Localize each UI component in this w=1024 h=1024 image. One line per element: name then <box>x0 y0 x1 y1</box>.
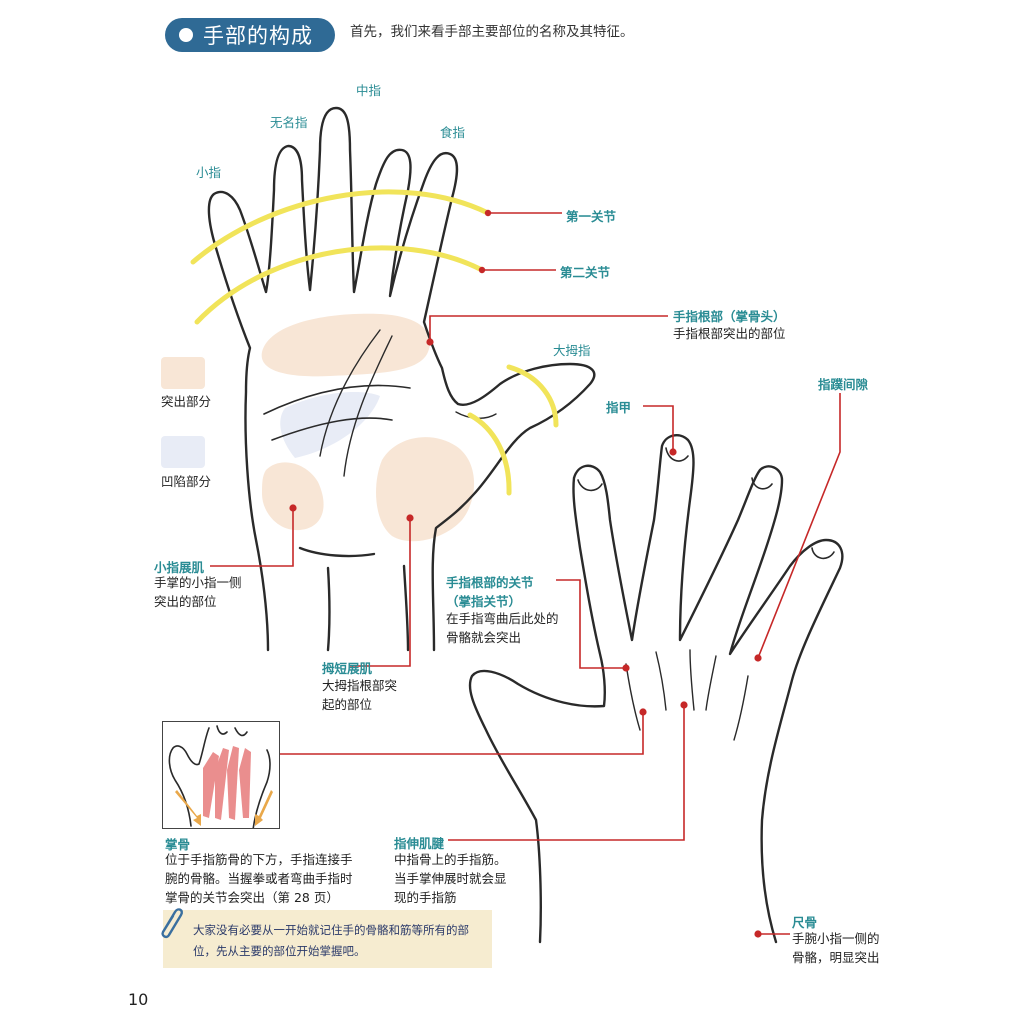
desc-line: 骨骼就会突出 <box>446 630 522 645</box>
desc-line: 中指骨上的手指筋。 <box>394 852 507 867</box>
label-mcp-joint: 手指根部的关节 （掌指关节） <box>446 573 534 611</box>
desc-mcp-joint: 在手指弯曲后此处的 骨骼就会突出 <box>446 609 559 647</box>
leader-web <box>757 393 841 659</box>
palm-regions <box>261 313 475 542</box>
desc-metacarpal-head: 手指根部突出的部位 <box>673 326 786 341</box>
label-web-space: 指蹼间隙 <box>818 377 869 392</box>
leader-mcp-joint <box>556 579 626 669</box>
raised-area-thumb-base <box>376 437 475 542</box>
thumb-joint-arc-2 <box>467 412 512 496</box>
label-thumb: 大拇指 <box>553 343 591 358</box>
label-index-finger: 食指 <box>440 125 466 140</box>
legend-swatch-sunken <box>161 436 205 468</box>
joint-arcs <box>190 189 559 496</box>
desc-metacarpal: 位于手指筋骨的下方，手指连接手 腕的骨骼。当握拳或者弯曲手指时 掌骨的关节会突出… <box>165 850 353 907</box>
leader-abductor-thumb <box>350 518 411 667</box>
desc-line: 腕的骨骼。当握拳或者弯曲手指时 <box>165 871 353 886</box>
thumb-joint-arc-1 <box>506 364 559 428</box>
desc-line: 骨骼，明显突出 <box>792 950 880 965</box>
intro-text: 首先，我们来看手部主要部位的名称及其特征。 <box>350 24 634 40</box>
desc-line: 掌骨的关节会突出（第 28 页） <box>165 890 339 905</box>
label-metacarpal-head: 手指根部（掌骨头） <box>673 309 786 324</box>
label-first-joint: 第一关节 <box>566 209 617 224</box>
legend-label-sunken: 凹陷部分 <box>161 474 212 489</box>
label-abductor-thumb: 拇短展肌 <box>322 661 373 676</box>
leader-metacarpal <box>280 712 644 755</box>
raised-area-finger-base <box>261 313 430 377</box>
metacarpal-inset-illustration <box>162 721 280 829</box>
label-abductor-little: 小指展肌 <box>154 560 205 575</box>
label-ulna: 尺骨 <box>792 915 818 930</box>
sunken-area-palm-center <box>280 392 380 458</box>
desc-line: 大拇指根部突 <box>322 678 398 693</box>
tip-note: 大家没有必要从一开始就记住手的骨骼和筋等所有的部 位，先从主要的部位开始掌握吧。 <box>163 910 492 968</box>
desc-line: 突出的部位 <box>154 594 217 609</box>
label-line: 手指根部的关节 <box>446 575 534 590</box>
desc-line: 现的手指筋 <box>394 890 457 905</box>
section-title-pill: 手部的构成 <box>165 18 335 52</box>
inset-arrows <box>175 790 273 826</box>
desc-extensor-tendon: 中指骨上的手指筋。 当手掌伸展时就会显 现的手指筋 <box>394 850 507 907</box>
label-second-joint: 第二关节 <box>560 265 611 280</box>
desc-abductor-thumb: 大拇指根部突 起的部位 <box>322 676 397 714</box>
legend-swatch-raised <box>161 357 205 389</box>
wrist-bones-drawing <box>168 725 273 828</box>
first-joint-arc <box>190 189 491 265</box>
label-ring-finger: 无名指 <box>270 115 308 130</box>
leader-dots <box>289 209 762 938</box>
leader-abductor-little <box>210 508 294 567</box>
label-extensor-tendon: 指伸肌腱 <box>394 836 445 851</box>
desc-line: 手掌的小指一侧 <box>154 575 242 590</box>
desc-ulna: 手腕小指一侧的 骨骼，明显突出 <box>792 929 880 967</box>
legend-label-raised: 突出部分 <box>161 394 212 409</box>
desc-line: 起的部位 <box>322 697 373 712</box>
paperclip-icon <box>161 908 183 939</box>
leader-metacarpal-head <box>429 315 668 342</box>
bullet-dot-icon <box>179 28 193 42</box>
leader-extensor <box>448 705 685 841</box>
tip-line: 大家没有必要从一开始就记住手的骨骼和筋等所有的部 <box>193 923 469 937</box>
label-nail: 指甲 <box>606 400 632 415</box>
metacarpal-bones <box>203 746 251 820</box>
raised-area-little-finger <box>262 462 324 531</box>
desc-line: 在手指弯曲后此处的 <box>446 611 559 626</box>
back-hand-outline <box>468 434 844 944</box>
page-number: 10 <box>128 990 149 1009</box>
section-title: 手部的构成 <box>203 24 313 48</box>
desc-abductor-little: 手掌的小指一侧 突出的部位 <box>154 573 242 611</box>
desc-line: 手腕小指一侧的 <box>792 931 880 946</box>
palm-hand-outline <box>207 106 596 652</box>
leader-lines <box>210 212 841 935</box>
label-line: （掌指关节） <box>446 594 522 609</box>
desc-line: 当手掌伸展时就会显 <box>394 871 507 886</box>
second-joint-arc <box>194 245 485 325</box>
label-little-finger: 小指 <box>196 165 222 180</box>
label-metacarpal: 掌骨 <box>165 837 191 852</box>
label-middle-finger: 中指 <box>356 83 382 98</box>
desc-line: 位于手指筋骨的下方，手指连接手 <box>165 852 353 867</box>
leader-nail <box>643 405 674 452</box>
tip-line: 位，先从主要的部位开始掌握吧。 <box>193 944 366 958</box>
